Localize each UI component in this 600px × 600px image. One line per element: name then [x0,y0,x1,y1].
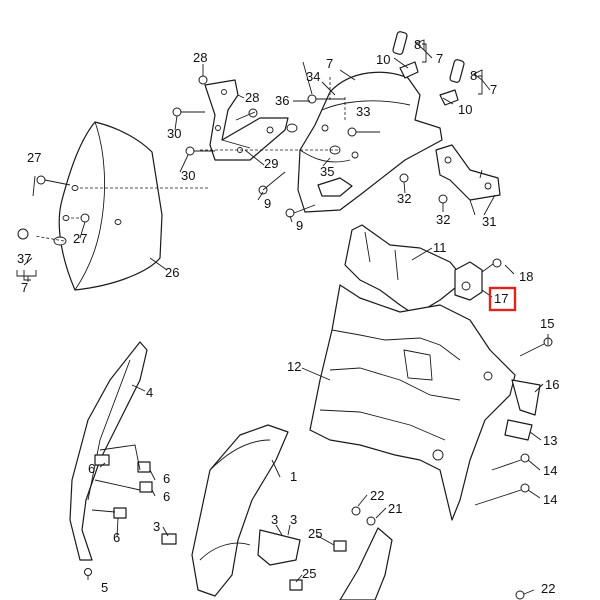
callout-7a: 7 [21,280,28,295]
callout-27b: 27 [73,231,87,246]
callout-3b: 3 [271,512,278,527]
callout-11: 11 [433,240,447,255]
callout-15: 15 [540,316,554,331]
callout-34: 34 [306,69,320,84]
callout-22b: 22 [541,581,555,596]
callout-7b: 7 [326,56,333,71]
highlight-box-17 [488,286,517,312]
callout-17: 17 [494,291,508,306]
callout-5: 5 [101,580,108,595]
callout-26: 26 [165,265,179,280]
windscreen-part [34,121,210,291]
callout-27a: 27 [27,150,41,165]
callout-36: 36 [275,93,289,108]
front-panel-part [161,424,301,597]
callout-6b: 6 [163,489,170,504]
callout-8b: 8 [470,68,477,83]
callout-3a: 3 [153,519,160,534]
callout-3c: 3 [290,512,297,527]
callout-6d: 6 [88,461,95,476]
callout-29: 29 [264,156,278,171]
callout-33: 33 [356,104,370,119]
callout-32a: 32 [397,191,411,206]
callout-13: 13 [543,433,557,448]
clip-parts [392,31,465,106]
callout-25b: 25 [302,566,316,581]
stay-part [435,144,501,216]
callout-21: 21 [388,501,402,516]
upper-bolts [17,75,448,240]
group-brackets [16,43,483,282]
callout-32b: 32 [436,212,450,227]
callout-10a: 10 [376,52,390,67]
callout-9b: 9 [296,218,303,233]
callout-37: 37 [17,251,31,266]
callout-6c: 6 [113,530,120,545]
callout-9a: 9 [264,196,271,211]
callout-28b: 28 [245,90,259,105]
front-cowl-part [297,71,443,213]
callout-25a: 25 [308,526,322,541]
callout-10b: 10 [458,102,472,117]
callout-22a: 22 [370,488,384,503]
callout-4: 4 [146,385,153,400]
callout-30b: 30 [181,168,195,183]
callout-8a: 8 [414,37,421,52]
callout-leaders [23,39,549,595]
callout-16: 16 [545,377,559,392]
callout-18: 18 [519,269,533,284]
callout-35: 35 [320,164,334,179]
callout-31: 31 [482,214,496,229]
lower-bracket-part [289,506,525,600]
callout-14b: 14 [543,492,557,507]
callout-12: 12 [287,359,301,374]
inner-panel-part [309,224,553,521]
callout-28a: 28 [193,50,207,65]
side-panel-part [69,341,153,576]
callout-1: 1 [290,469,297,484]
callout-14a: 14 [543,463,557,478]
callout-7d: 7 [490,82,497,97]
callout-6a: 6 [163,471,170,486]
callout-labels: 28 28 30 30 29 27 27 37 7 26 7 34 36 33 … [17,37,559,596]
callout-7c: 7 [436,51,443,66]
callout-30a: 30 [167,126,181,141]
